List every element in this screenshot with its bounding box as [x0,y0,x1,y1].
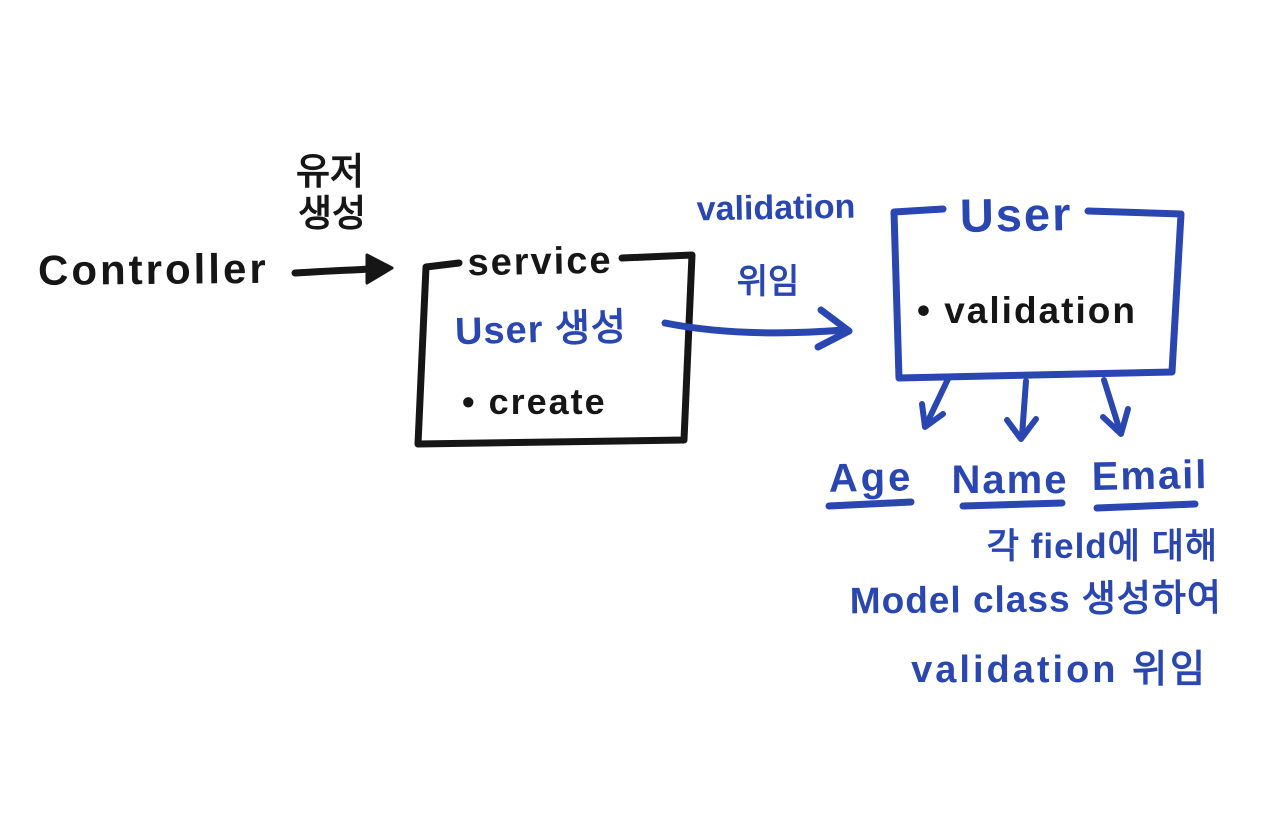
arrow-head [365,253,394,285]
arrow-user-to-name [1004,378,1039,442]
user-box [890,205,1185,382]
note-line-2: Model class 생성하여 [850,577,1223,621]
arrow-user-to-age [919,376,951,430]
field-underline-email [1093,500,1199,512]
field-label-age: Age [828,455,913,500]
arrow-shaft [1101,377,1123,434]
service-box-title: service [467,240,613,285]
service-box [414,251,696,448]
service-box-item-user-creation: User 생성 [454,307,627,353]
arrow-head [1004,416,1039,442]
user-box-item-validation: • validation [917,290,1137,331]
controller-label: Controller [38,245,269,294]
note-line-1: 각 field에 대해 [987,527,1218,566]
arrow-shaft [1019,378,1029,439]
arrow-head [919,401,946,430]
note-line-3: validation 위임 [911,649,1208,691]
arrow-head [1100,406,1131,437]
field-underline-name [959,499,1066,510]
arrow-shaft [291,265,376,277]
arrow-shaft [661,319,848,337]
arrow-head [814,306,853,351]
field-label-email: Email [1091,453,1208,499]
arrow-shaft [924,376,951,426]
flow1-label-line2: 생성 [298,193,366,234]
flow2-label-line2: 위임 [737,263,800,301]
arrow-user-to-email [1100,377,1131,437]
service-box-item-create: • create [462,381,607,422]
field-underline-age [825,498,915,510]
user-box-title: User [959,187,1072,242]
arrow-controller-to-service [291,253,394,285]
arrow-service-to-user [661,306,853,351]
flow1-label-line1: 유저 [296,151,364,192]
flow2-label-line1: validation [696,188,855,229]
field-label-name: Name [952,458,1069,502]
